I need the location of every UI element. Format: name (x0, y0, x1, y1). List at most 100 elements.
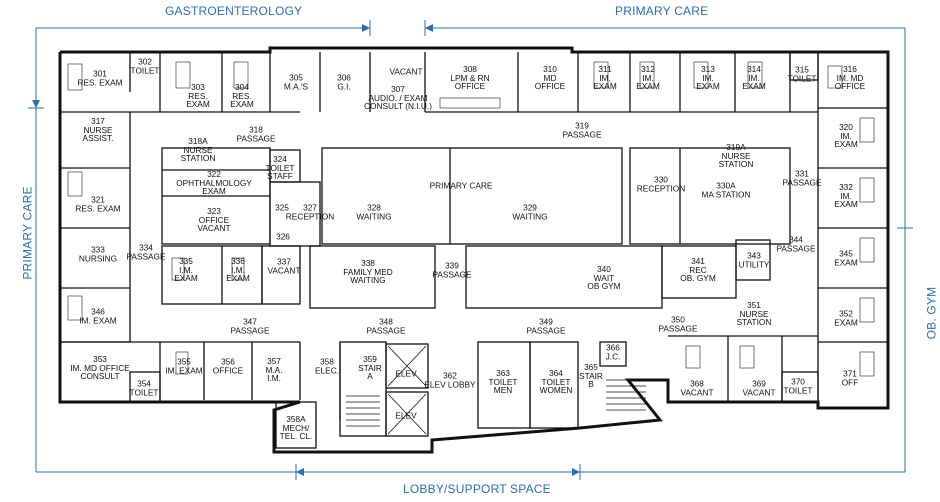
room-316-name: IM. MD OFFICE (834, 72, 866, 92)
room-370-name: TOILET (783, 385, 813, 395)
room-317-number: 317 (91, 116, 105, 127)
room-337-name: VACANT (267, 265, 301, 275)
room-328-name: WAITING (356, 211, 392, 221)
room-339-name: PASSAGE (432, 269, 472, 279)
room-326: 326 (276, 233, 290, 242)
room-349-number: 349 (539, 316, 553, 327)
room-351-number: 351 (747, 300, 761, 311)
room-318-name: PASSAGE (236, 133, 276, 143)
room-319a-name: NURSE STATION (718, 150, 754, 170)
room-356-number: 356 (221, 356, 235, 367)
room-344-name: PASSAGE (776, 243, 816, 253)
room-323-number: 323 (207, 206, 221, 217)
fixtures (67, 61, 875, 377)
room-vacant-top: VACANT (389, 68, 422, 77)
room-334-name: PASSAGE (126, 251, 166, 261)
room-358-name: ELEC. (315, 365, 339, 375)
room-354-name: TOILET (129, 387, 159, 397)
room-318a-number: 318A (188, 136, 208, 147)
room-316-number: 316 (843, 64, 857, 75)
room-319-name: PASSAGE (562, 129, 602, 139)
room-344-number: 344 (789, 234, 803, 245)
room-315-number: 315 (795, 64, 809, 75)
room-primary-care: PRIMARY CARE (430, 182, 493, 191)
room-320-name: IM. EXAM (834, 130, 858, 150)
room-363-name: TOILET MEN (488, 376, 518, 396)
room-322-name: OPHTHALMOLOGY EXAM (176, 177, 252, 197)
room-302-name: TOILET (130, 65, 160, 75)
room-315-name: TOILET (787, 73, 817, 83)
room-323-name: OFFICE VACANT (197, 214, 231, 234)
room-366-name: J.C. (605, 351, 621, 361)
room-353-number: 353 (93, 354, 107, 365)
room-310-number: 310 (543, 64, 557, 75)
room-369-number: 369 (752, 378, 766, 389)
room-307-number: 307 (391, 84, 405, 95)
room-311-name: IM. EXAM (593, 72, 617, 92)
room-348-name: PASSAGE (366, 325, 406, 335)
room-332-number: 332 (839, 182, 853, 193)
room-318a-name: NURSE STATION (180, 144, 216, 164)
room-320-number: 320 (839, 122, 853, 133)
room-312-name: IM. EXAM (636, 72, 660, 92)
room-347-name: PASSAGE (230, 325, 270, 335)
room-352-name: EXAM (834, 317, 858, 327)
room-371-number: 371 (843, 368, 857, 379)
room-314-number: 314 (747, 64, 761, 75)
room-364-number: 364 (549, 368, 563, 379)
room-303-name: RES. EXAM (186, 90, 210, 110)
room-368-name: VACANT (680, 387, 714, 397)
room-365-number: 365 (584, 362, 598, 373)
elevator-2-name: ELEV (395, 410, 417, 421)
room-330-number: 330 (654, 174, 668, 185)
room-304-name: RES. EXAM (230, 90, 254, 110)
room-325-number: 325 (275, 202, 289, 213)
elevator-1-name: ELEV (395, 368, 417, 379)
room-301-name: RES. EXAM (77, 77, 123, 87)
room-302-number: 302 (138, 56, 152, 67)
room-338-name: FAMILY MED WAITING (343, 266, 393, 286)
room-306-name: G.I. (337, 81, 351, 91)
room-331-name: PASSAGE (782, 177, 822, 187)
room-355-number: 355 (177, 356, 191, 367)
room-321-number: 321 (91, 194, 105, 205)
room-311-number: 311 (598, 64, 612, 75)
room-317-name: NURSE ASSIST. (82, 124, 114, 144)
room-363-number: 363 (496, 368, 510, 379)
room-358-number: 358 (320, 356, 334, 367)
room-310-name: MD OFFICE (534, 72, 566, 92)
room-340-name: WAIT OB GYM (587, 272, 621, 292)
room-359-number: 359 (363, 354, 377, 365)
room-347-number: 347 (243, 316, 257, 327)
